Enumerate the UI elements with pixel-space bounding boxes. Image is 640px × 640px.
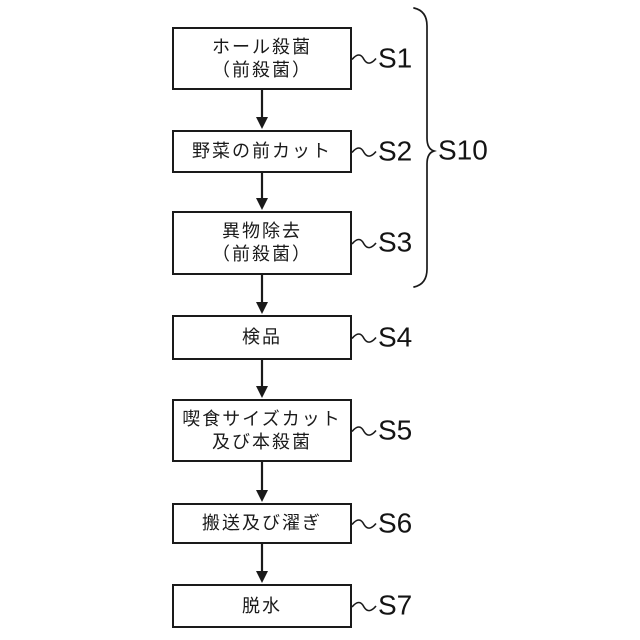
flow-step-box-s1: ホール殺菌（前殺菌） xyxy=(172,27,352,90)
label-leader-line xyxy=(351,147,377,157)
flow-step-text-line: 喫食サイズカット xyxy=(182,408,342,429)
flow-step-label-s5: S5 xyxy=(378,413,413,445)
flow-arrow-head xyxy=(256,302,268,314)
label-leader-line xyxy=(351,238,377,249)
label-leader-line xyxy=(351,54,377,64)
group-label: S10 xyxy=(438,134,488,166)
flow-step-label-s6: S6 xyxy=(378,506,413,538)
label-leader-line xyxy=(351,519,377,529)
flow-step-text-line: （前殺菌） xyxy=(212,59,312,80)
flow-step-text-line: 及び本殺菌 xyxy=(212,431,312,452)
flow-step-box-s2: 野菜の前カット xyxy=(172,130,352,173)
flow-arrow-head xyxy=(256,198,268,210)
flow-arrow-head xyxy=(256,571,268,583)
flow-step-text-line: 野菜の前カット xyxy=(192,141,332,161)
flow-step-text-line: （前殺菌） xyxy=(212,244,312,264)
flow-step-box-s7: 脱水 xyxy=(172,584,352,628)
flow-step-text-line: 異物除去 xyxy=(222,221,302,241)
flow-step-label-s4: S4 xyxy=(378,320,413,352)
flow-step-box-s6: 搬送及び濯ぎ xyxy=(172,503,352,544)
label-leader-line xyxy=(351,426,377,436)
flow-step-box-s5: 喫食サイズカット及び本殺菌 xyxy=(172,399,352,462)
flow-arrow-head xyxy=(256,117,268,129)
flow-arrow-head xyxy=(256,490,268,502)
flow-step-text-line: 搬送及び濯ぎ xyxy=(202,513,322,533)
flow-step-label-s2: S2 xyxy=(378,134,413,166)
flow-step-label-s3: S3 xyxy=(378,226,413,258)
flow-step-text-line: 脱水 xyxy=(242,595,282,616)
flow-arrow-head xyxy=(256,386,268,398)
flow-step-label-s1: S1 xyxy=(378,41,413,73)
group-brace xyxy=(413,7,437,288)
label-leader-line xyxy=(351,601,377,612)
label-leader-line xyxy=(351,333,377,343)
flow-step-box-s4: 検品 xyxy=(172,315,352,360)
flow-step-text-line: ホール殺菌 xyxy=(212,36,312,57)
flow-step-text-line: 検品 xyxy=(242,327,282,347)
flow-step-box-s3: 異物除去 （前殺菌） xyxy=(172,211,352,275)
flow-step-label-s7: S7 xyxy=(378,589,413,621)
